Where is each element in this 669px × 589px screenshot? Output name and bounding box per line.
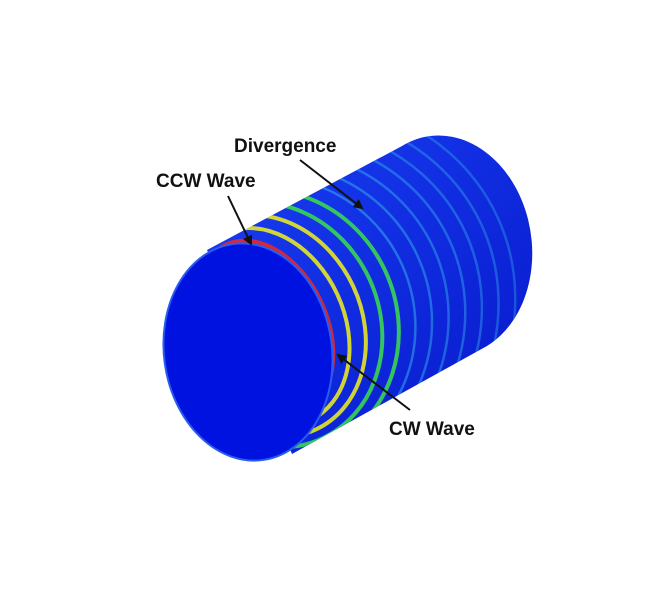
cw-wave-label: CW Wave <box>389 419 475 440</box>
ccw-wave-label: CCW Wave <box>156 171 256 192</box>
wave-ring <box>207 135 484 454</box>
front-cap <box>162 242 334 462</box>
wave-ring <box>207 135 500 454</box>
wave-ring <box>207 149 450 454</box>
divergence-label: Divergence <box>234 136 336 157</box>
cw-wave-arrow <box>336 353 411 411</box>
wave-ring <box>207 135 517 454</box>
wave-ring <box>207 136 467 454</box>
ccw-wave-arrow <box>227 195 253 246</box>
divergence-arrow <box>299 159 364 210</box>
